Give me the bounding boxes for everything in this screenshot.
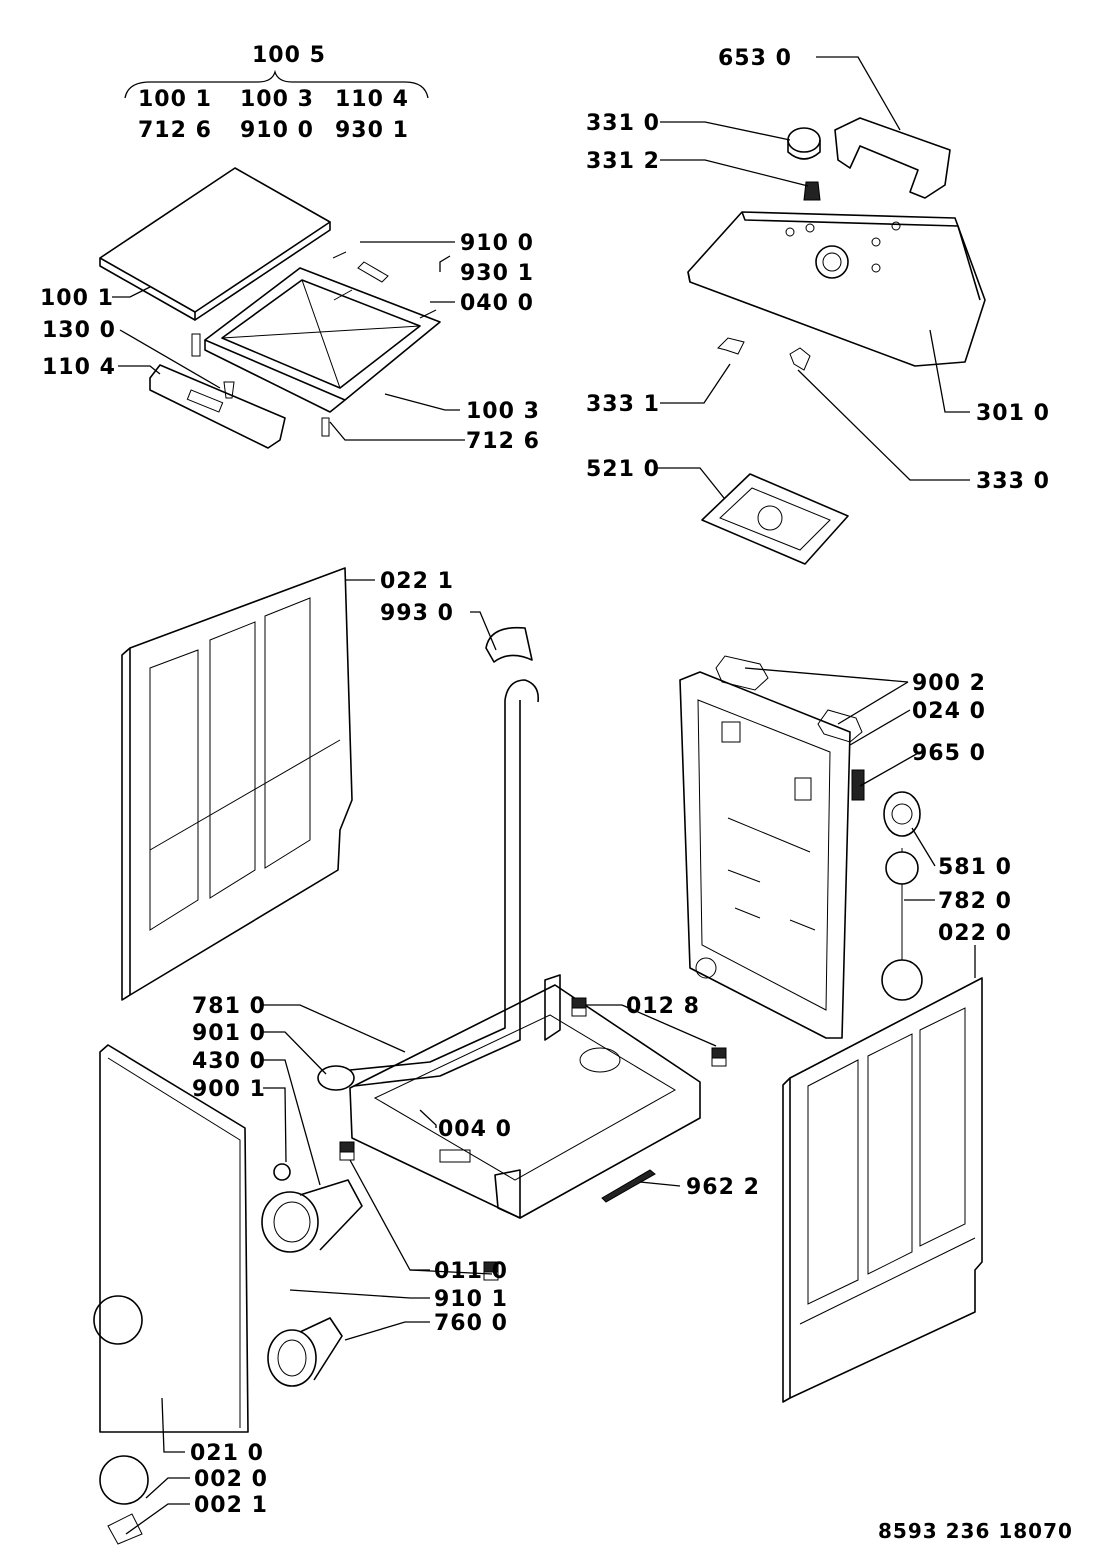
part-label-022-0: 022 0 — [938, 921, 1012, 946]
part-label-012-8: 012 8 — [626, 994, 700, 1019]
part-label-430-0: 430 0 — [192, 1049, 266, 1074]
part-label-712-6: 712 6 — [466, 429, 540, 454]
part-label-002-0: 002 0 — [194, 1467, 268, 1492]
part-label-002-1: 002 1 — [194, 1493, 268, 1518]
right-side-panel-part — [782, 977, 983, 1403]
part-label-521-0: 521 0 — [586, 457, 660, 482]
part-label-900-2: 900 2 — [912, 671, 986, 696]
part-label-781-0: 781 0 — [192, 994, 266, 1019]
part-label-100-3: 100 3 — [466, 399, 540, 424]
drawing-number: 8593 236 18070 — [878, 1519, 1073, 1543]
small-clips — [191, 251, 437, 437]
part-label-782-0: 782 0 — [938, 889, 1012, 914]
part-label-011-0: 011 0 — [434, 1259, 508, 1284]
part-label-962-2: 962 2 — [686, 1175, 760, 1200]
panel-clips — [717, 337, 811, 371]
top-lid-part — [99, 167, 331, 321]
part-label-901-0: 901 0 — [192, 1021, 266, 1046]
part-label-021-0: 021 0 — [190, 1441, 264, 1466]
part-label-301-0: 301 0 — [976, 401, 1050, 426]
part-label-993-0: 993 0 — [380, 601, 454, 626]
part-label-760-0: 760 0 — [434, 1311, 508, 1336]
header-row2-item: 712 6 — [138, 118, 212, 143]
part-label-022-1: 022 1 — [380, 569, 454, 594]
part-label-004-0: 004 0 — [438, 1117, 512, 1142]
part-label-910-1: 910 1 — [434, 1287, 508, 1312]
front-trim-part — [149, 364, 286, 449]
header-row1-item: 110 4 — [335, 87, 409, 112]
assembly-label: 100 5 — [252, 43, 326, 68]
part-label-333-0: 333 0 — [976, 469, 1050, 494]
rear-panel-part — [679, 671, 851, 1039]
rear-clips — [715, 655, 865, 801]
part-label-024-0: 024 0 — [912, 699, 986, 724]
cover-strip-part — [601, 1169, 656, 1203]
part-label-910-0: 910 0 — [460, 231, 534, 256]
part-label-130-0: 130 0 — [42, 318, 116, 343]
part-label-040-0: 040 0 — [460, 291, 534, 316]
filter-part — [267, 1317, 343, 1387]
base-frame-part — [349, 974, 701, 1219]
header-row1-item: 100 3 — [240, 87, 314, 112]
control-bracket-part — [834, 117, 951, 199]
left-side-panel-part — [121, 567, 353, 1001]
feet — [339, 997, 727, 1281]
part-label-965-0: 965 0 — [912, 741, 986, 766]
pressure-switch-part — [881, 791, 923, 1001]
knob-part — [787, 127, 821, 201]
header-row2-item: 930 1 — [335, 118, 409, 143]
header-row2-item: 910 0 — [240, 118, 314, 143]
top-frame-part — [204, 267, 441, 413]
part-label-110-4: 110 4 — [42, 355, 116, 380]
header-row1-item: 100 1 — [138, 87, 212, 112]
part-label-333-1: 333 1 — [586, 392, 660, 417]
part-label-900-1: 900 1 — [192, 1077, 266, 1102]
part-label-653-0: 653 0 — [718, 46, 792, 71]
part-label-930-1: 930 1 — [460, 261, 534, 286]
part-label-331-0: 331 0 — [586, 111, 660, 136]
part-label-331-2: 331 2 — [586, 149, 660, 174]
drain-pump-part — [261, 1163, 363, 1253]
hose-part — [317, 626, 540, 1091]
leader-lines — [112, 56, 976, 1535]
part-labels: 653 0 331 0 331 2 910 0 930 1 040 0 100 … — [40, 46, 1050, 1518]
part-label-100-1: 100 1 — [40, 286, 114, 311]
assembly-header: 100 5 100 1 100 3 110 4 712 6 910 0 930 … — [124, 43, 429, 143]
front-panel-part — [93, 1044, 249, 1545]
control-panel-part — [687, 211, 986, 367]
module-board-part — [701, 473, 849, 565]
part-label-581-0: 581 0 — [938, 855, 1012, 880]
